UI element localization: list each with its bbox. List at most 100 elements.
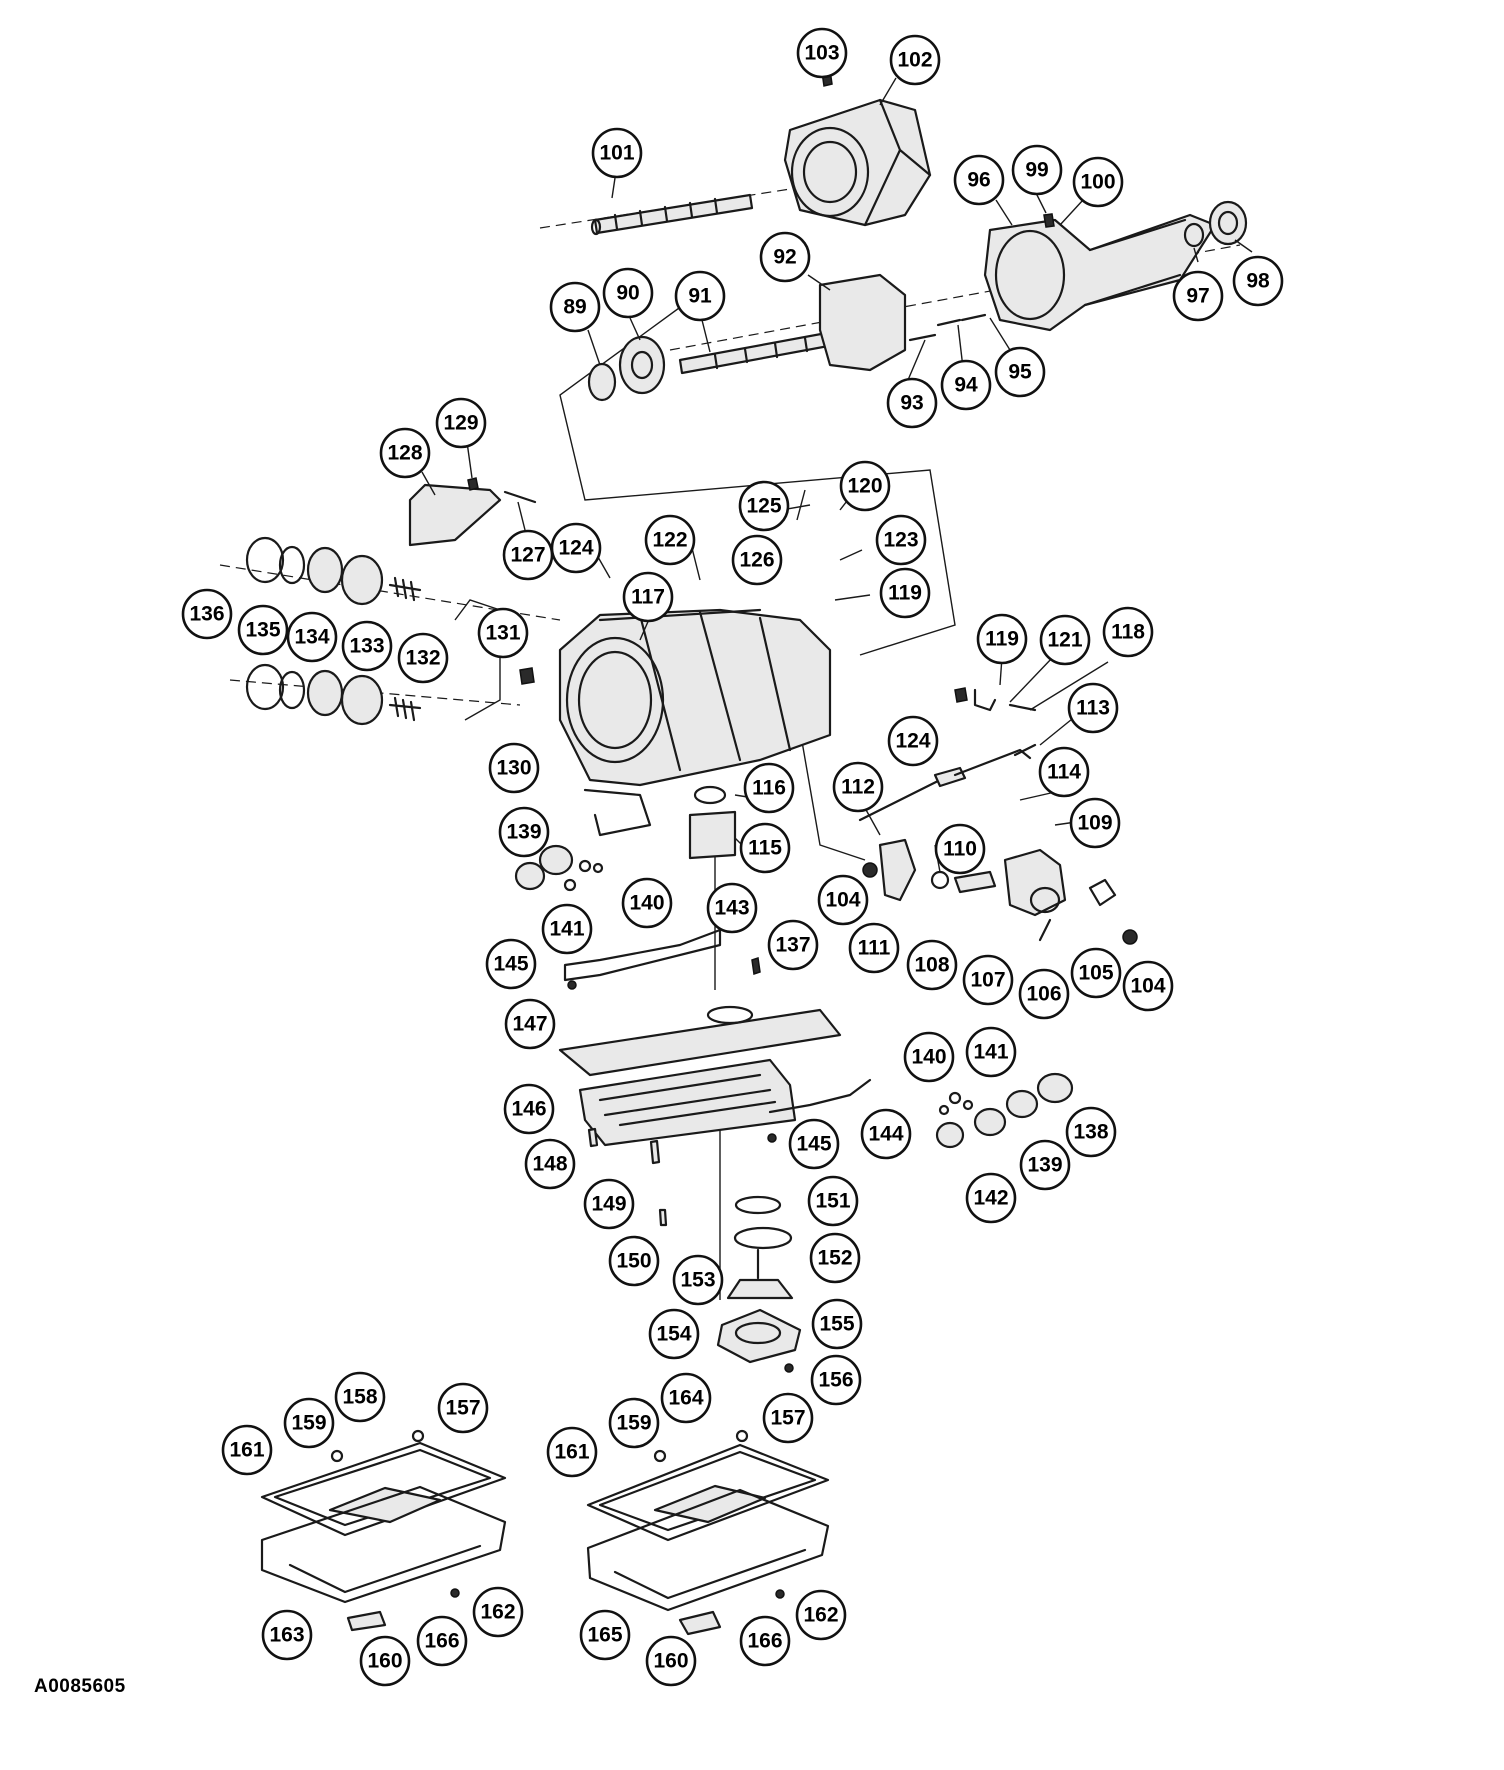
callout-121[interactable]: 121 — [1039, 614, 1091, 666]
callout-109[interactable]: 109 — [1069, 797, 1121, 849]
callout-94[interactable]: 94 — [940, 359, 992, 411]
callout-100[interactable]: 100 — [1072, 156, 1124, 208]
callout-142[interactable]: 142 — [965, 1172, 1017, 1224]
callout-136[interactable]: 136 — [181, 588, 233, 640]
callout-159-right[interactable]: 159 — [608, 1397, 660, 1449]
callout-115[interactable]: 115 — [739, 822, 791, 874]
callout-165[interactable]: 165 — [579, 1609, 631, 1661]
callout-102[interactable]: 102 — [889, 34, 941, 86]
callout-129[interactable]: 129 — [435, 397, 487, 449]
callout-99[interactable]: 99 — [1011, 144, 1063, 196]
callout-117[interactable]: 117 — [622, 571, 674, 623]
callout-127[interactable]: 127 — [502, 529, 554, 581]
callout-145-right[interactable]: 145 — [788, 1118, 840, 1170]
callout-104-right[interactable]: 104 — [1122, 960, 1174, 1012]
callout-90[interactable]: 90 — [602, 267, 654, 319]
svg-text:112: 112 — [841, 776, 875, 799]
callout-91[interactable]: 91 — [674, 270, 726, 322]
callout-134[interactable]: 134 — [286, 611, 338, 663]
callout-123[interactable]: 123 — [875, 514, 927, 566]
callout-138[interactable]: 138 — [1065, 1106, 1117, 1158]
callout-125[interactable]: 125 — [738, 480, 790, 532]
callout-130[interactable]: 130 — [488, 742, 540, 794]
callout-137[interactable]: 137 — [767, 919, 819, 971]
callout-144[interactable]: 144 — [860, 1108, 912, 1160]
callout-110[interactable]: 110 — [934, 823, 986, 875]
callout-103[interactable]: 103 — [796, 27, 848, 79]
callout-112[interactable]: 112 — [832, 761, 884, 813]
callout-145-left[interactable]: 145 — [485, 938, 537, 990]
svg-text:111: 111 — [858, 937, 891, 960]
callout-143[interactable]: 143 — [706, 882, 758, 934]
callout-147[interactable]: 147 — [504, 998, 556, 1050]
callout-98[interactable]: 98 — [1232, 255, 1284, 307]
callout-111[interactable]: 111 — [848, 922, 900, 974]
input-shaft-101 — [590, 193, 754, 236]
callout-150[interactable]: 150 — [608, 1235, 660, 1287]
callout-135[interactable]: 135 — [237, 604, 289, 656]
callout-108[interactable]: 108 — [906, 939, 958, 991]
callout-164[interactable]: 164 — [660, 1372, 712, 1424]
callout-119-upper[interactable]: 119 — [879, 567, 931, 619]
callout-105[interactable]: 105 — [1070, 947, 1122, 999]
callout-141-left[interactable]: 141 — [541, 903, 593, 955]
callout-133[interactable]: 133 — [341, 620, 393, 672]
svg-text:150: 150 — [616, 1250, 651, 1273]
callout-161-left[interactable]: 161 — [221, 1424, 273, 1476]
svg-text:124: 124 — [895, 730, 930, 753]
callout-120[interactable]: 120 — [839, 460, 891, 512]
callout-95[interactable]: 95 — [994, 346, 1046, 398]
callout-101[interactable]: 101 — [591, 127, 643, 179]
callout-166-right[interactable]: 166 — [739, 1615, 791, 1667]
callout-104-left[interactable]: 104 — [817, 874, 869, 926]
callout-106[interactable]: 106 — [1018, 968, 1070, 1020]
bolts-148-150 — [587, 1127, 668, 1227]
callout-154[interactable]: 154 — [648, 1308, 700, 1360]
callout-107[interactable]: 107 — [962, 954, 1014, 1006]
callout-156[interactable]: 156 — [810, 1354, 862, 1406]
callout-118[interactable]: 118 — [1102, 606, 1154, 658]
callout-114[interactable]: 114 — [1038, 746, 1090, 798]
callout-139-right[interactable]: 139 — [1019, 1139, 1071, 1191]
callout-152[interactable]: 152 — [809, 1232, 861, 1284]
callout-119-lower[interactable]: 119 — [976, 613, 1028, 665]
callout-131[interactable]: 131 — [477, 607, 529, 659]
callout-149[interactable]: 149 — [583, 1178, 635, 1230]
callout-160-left[interactable]: 160 — [359, 1635, 411, 1687]
svg-text:104: 104 — [1130, 975, 1165, 998]
callout-126[interactable]: 126 — [731, 534, 783, 586]
callout-92[interactable]: 92 — [759, 231, 811, 283]
callout-158[interactable]: 158 — [334, 1371, 386, 1423]
callout-146[interactable]: 146 — [503, 1083, 555, 1135]
callout-113[interactable]: 113 — [1067, 682, 1119, 734]
callout-163[interactable]: 163 — [261, 1609, 313, 1661]
callout-141-right[interactable]: 141 — [965, 1026, 1017, 1078]
callout-157-left[interactable]: 157 — [437, 1382, 489, 1434]
callout-160-right[interactable]: 160 — [645, 1635, 697, 1687]
callout-140-right[interactable]: 140 — [903, 1031, 955, 1083]
callout-97[interactable]: 97 — [1172, 270, 1224, 322]
callout-128[interactable]: 128 — [379, 427, 431, 479]
callout-89[interactable]: 89 — [549, 281, 601, 333]
callout-132[interactable]: 132 — [397, 632, 449, 684]
callout-122[interactable]: 122 — [644, 514, 696, 566]
callout-155[interactable]: 155 — [811, 1298, 863, 1350]
callout-124-lower[interactable]: 124 — [887, 715, 939, 767]
callout-166-left[interactable]: 166 — [416, 1615, 468, 1667]
callout-153[interactable]: 153 — [672, 1254, 724, 1306]
callout-157-right[interactable]: 157 — [762, 1392, 814, 1444]
callout-162-right[interactable]: 162 — [795, 1589, 847, 1641]
callout-116[interactable]: 116 — [743, 762, 795, 814]
callout-161-right[interactable]: 161 — [546, 1426, 598, 1478]
callout-162-left[interactable]: 162 — [472, 1586, 524, 1638]
callout-139-left[interactable]: 139 — [498, 806, 550, 858]
callout-93[interactable]: 93 — [886, 377, 938, 429]
callout-140-left[interactable]: 140 — [621, 877, 673, 929]
callout-124-upper[interactable]: 124 — [550, 522, 602, 574]
callout-96[interactable]: 96 — [953, 154, 1005, 206]
callout-148[interactable]: 148 — [524, 1138, 576, 1190]
svg-text:100: 100 — [1080, 171, 1115, 194]
separator-plate-147 — [558, 1005, 842, 1077]
callout-151[interactable]: 151 — [807, 1175, 859, 1227]
callout-159-left[interactable]: 159 — [283, 1397, 335, 1449]
